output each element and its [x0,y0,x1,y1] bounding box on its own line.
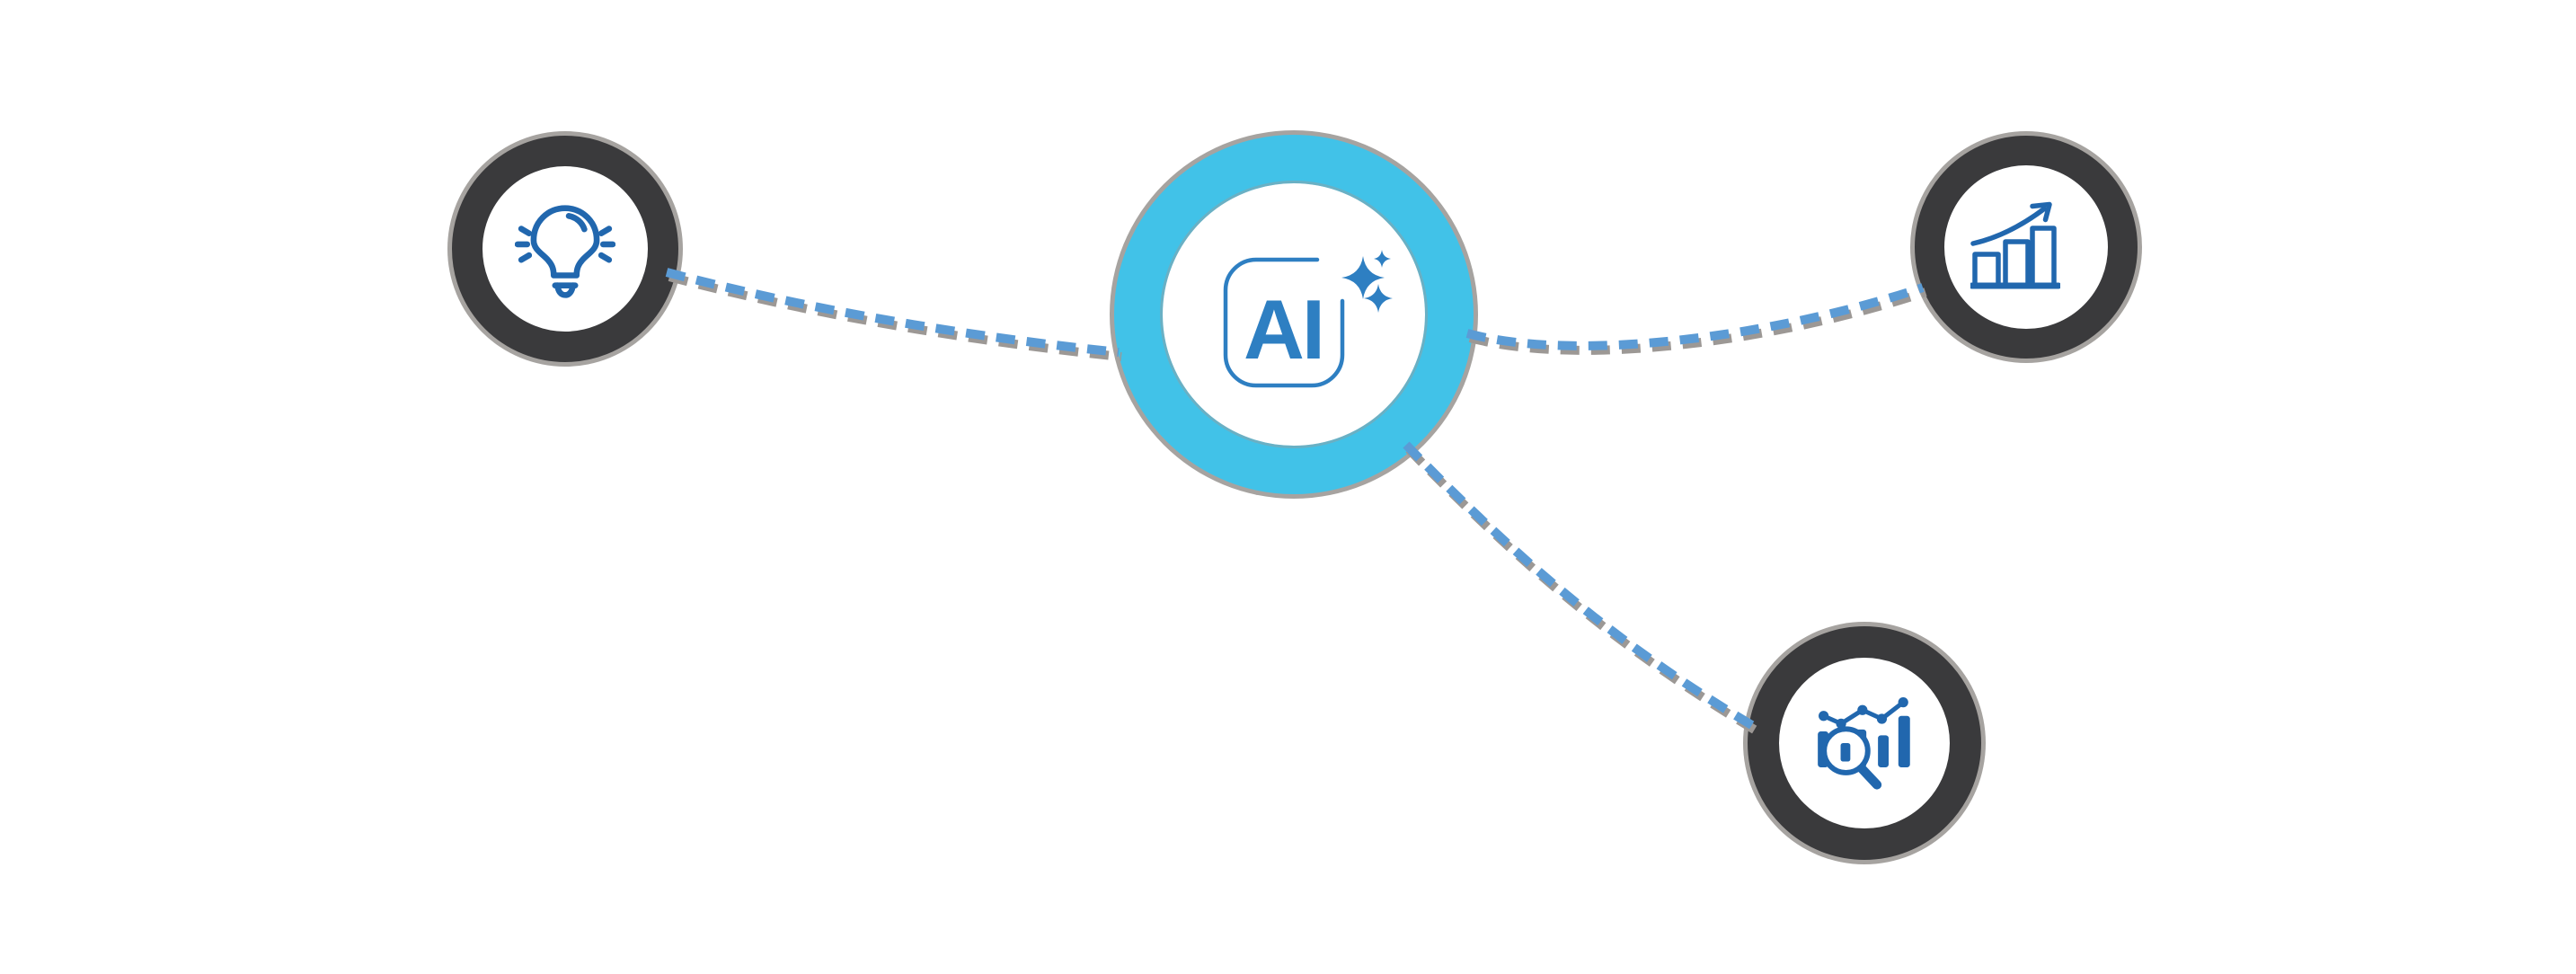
node-idea-core [482,166,648,332]
growth-chart-icon [1970,201,2060,289]
node-analytics [1748,626,1981,860]
node-analytics-core [1779,658,1950,828]
node-growth [1915,136,2138,359]
connector-hub-to-idea [665,268,1120,357]
sparkle-medium [1364,284,1393,313]
search-analytics-icon [1818,697,1910,790]
hub-node-ai: AI [1114,135,1474,494]
node-growth-core [1944,165,2108,329]
hub-label: AI [1244,282,1323,376]
connector-hub-to-analytics [1403,441,1762,734]
ai-sparkles-icon: AI [1223,250,1393,388]
sparkle-large [1341,256,1385,299]
sparkle-small [1374,250,1391,268]
node-idea [452,136,678,362]
hub-core: AI [1163,183,1425,446]
connector-hub-to-growth [1465,283,1925,350]
lightbulb-icon [515,204,615,298]
